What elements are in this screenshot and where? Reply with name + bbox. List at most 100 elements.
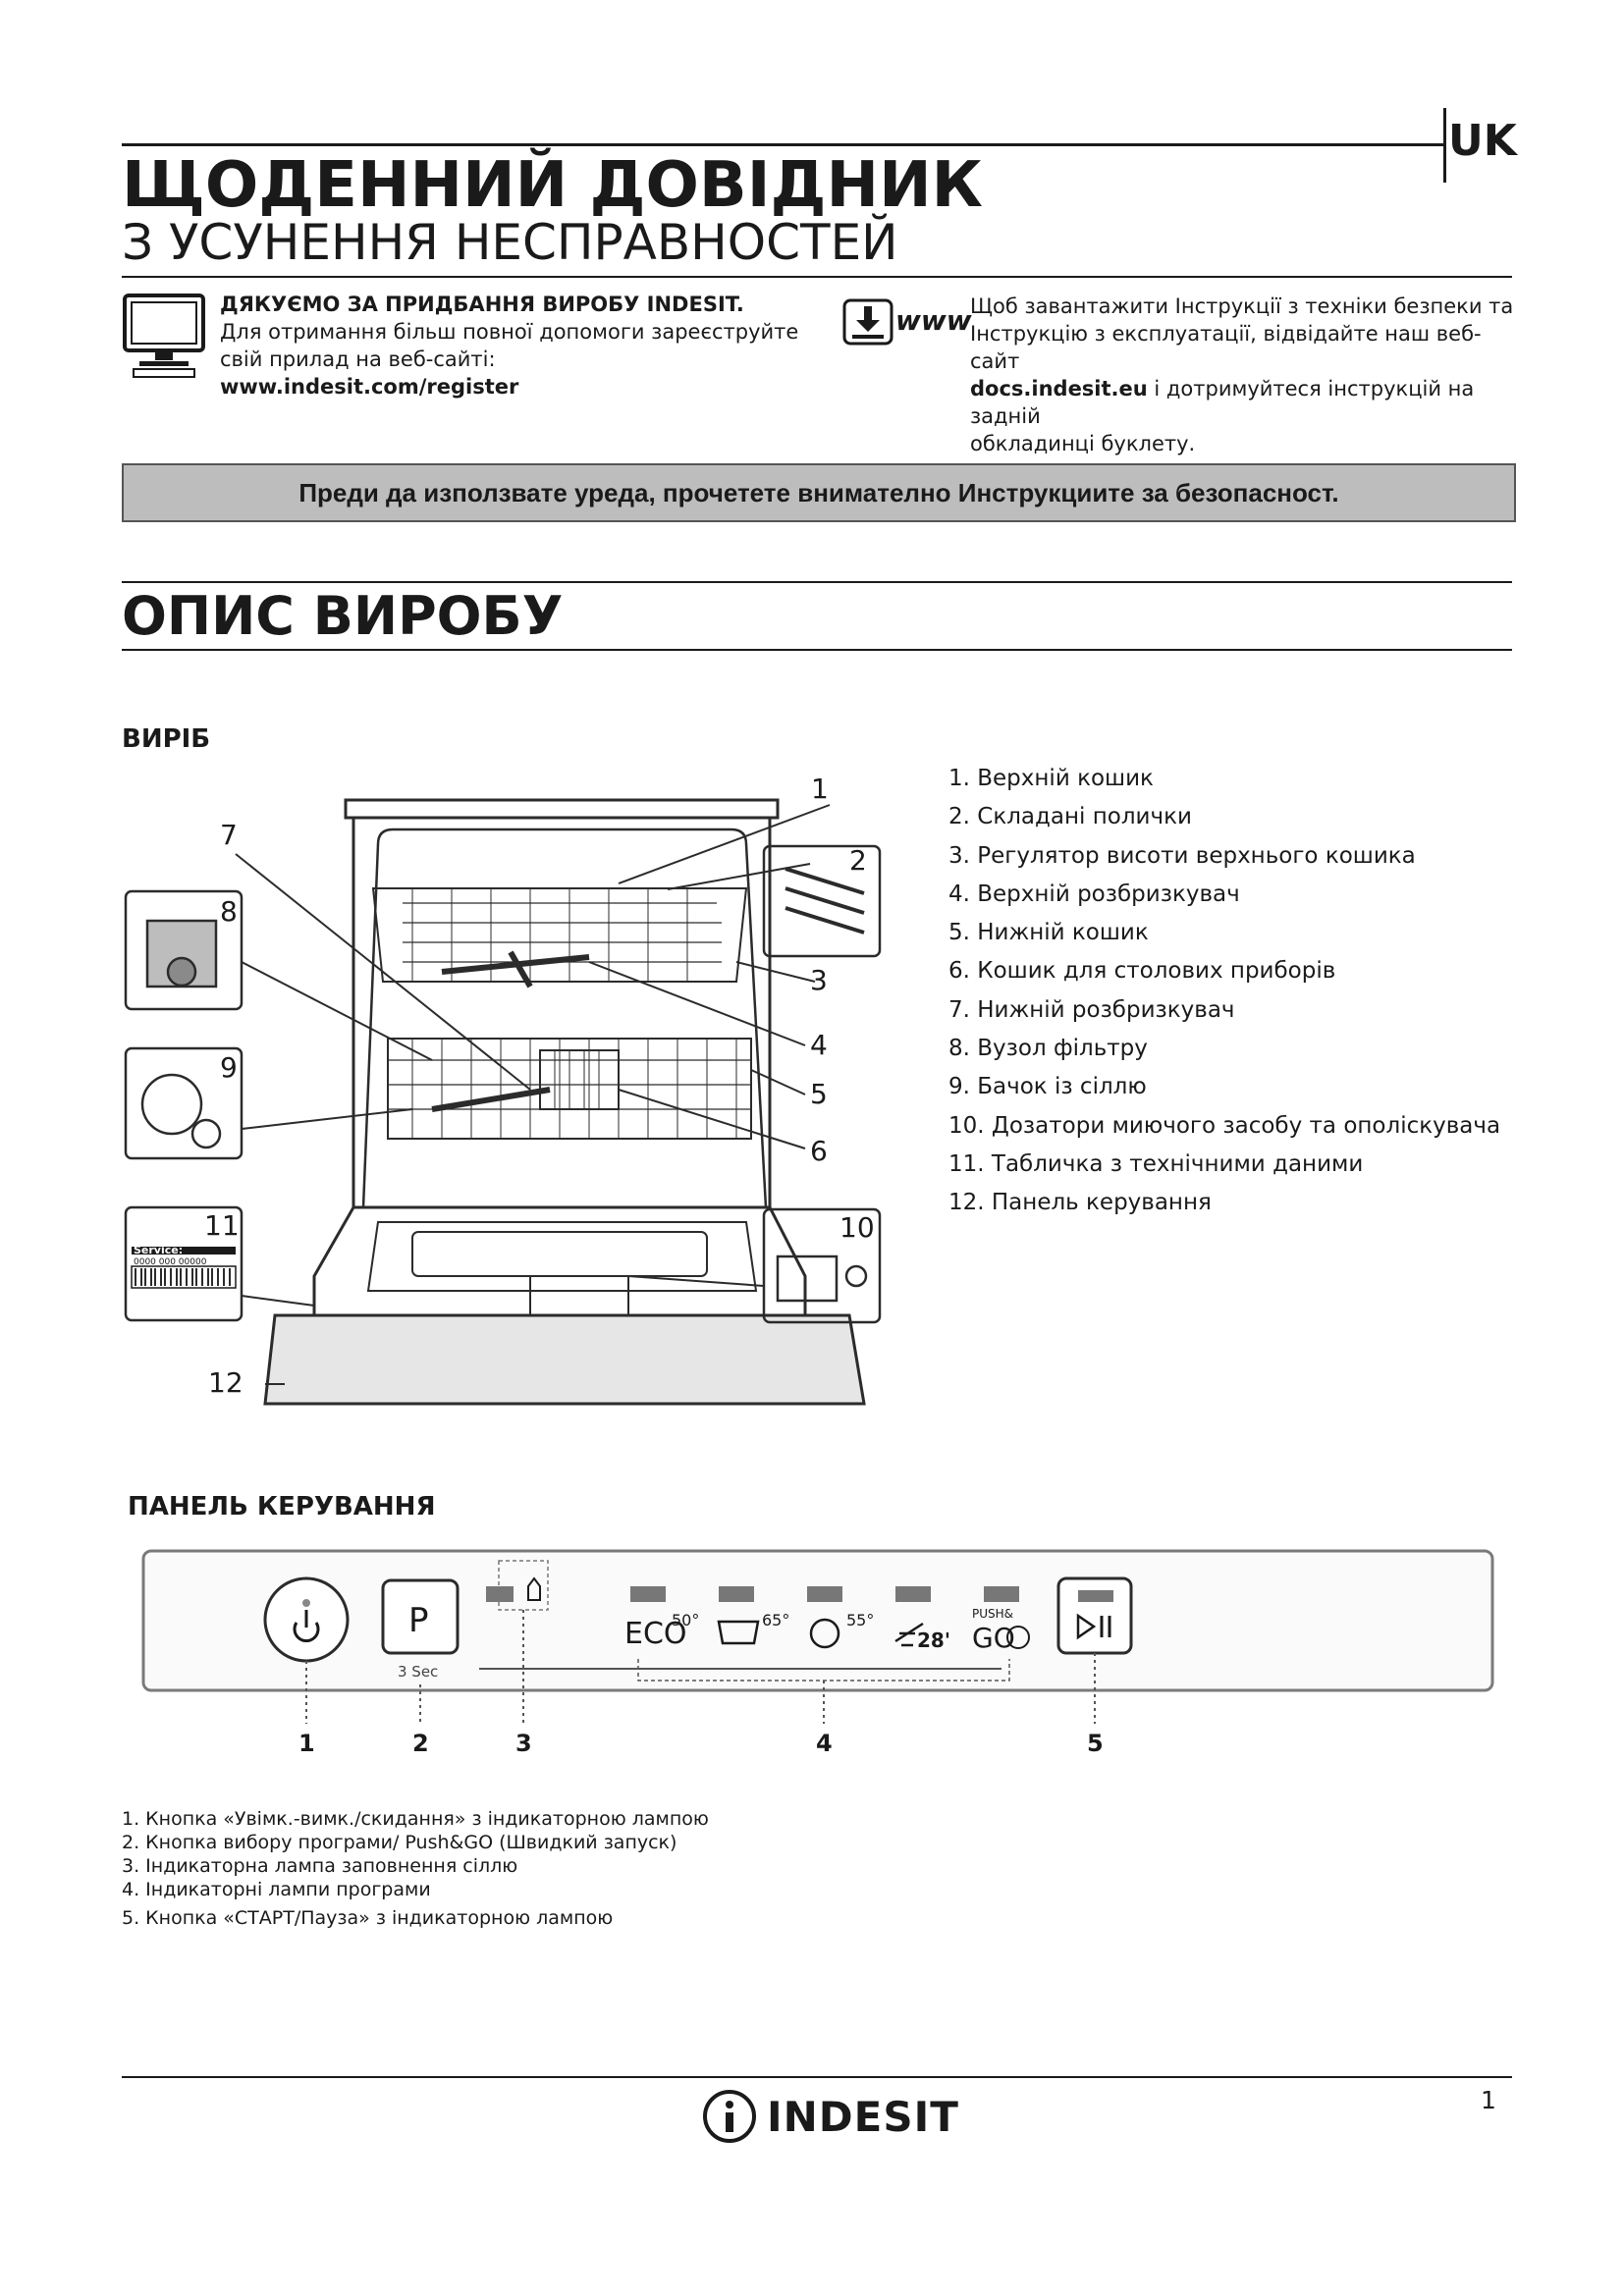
list-item: 11. Табличка з технічними даними — [948, 1150, 1364, 1177]
list-item: 3. Регулятор висоти верхнього кошика — [948, 842, 1416, 869]
callout-3: 3 — [810, 964, 828, 996]
program-quick-time: 28' — [917, 1629, 950, 1652]
control-panel-diagram: P 3 Sec ECO 50° 65° 55° 28' PUSH& GO 1 2 — [141, 1549, 1494, 1757]
product-subtitle: ВИРІБ — [122, 724, 211, 754]
list-item: 1. Кнопка «Увімк.-вимк./скидання» з інди… — [122, 1808, 709, 1830]
list-item: 9. Бачок із сіллю — [948, 1074, 1147, 1100]
download-icon — [842, 298, 893, 346]
page-title: ЩОДЕННИЙ ДОВІДНИК — [122, 149, 983, 222]
register-heading: ДЯКУЄМО ЗА ПРИДБАННЯ ВИРОБУ INDESIT. — [220, 293, 744, 316]
push-label: PUSH& — [972, 1607, 1013, 1621]
page-subtitle: З УСУНЕННЯ НЕСПРАВНОСТЕЙ — [122, 214, 898, 271]
panel-callout-3: 3 — [515, 1730, 532, 1757]
dishwasher-diagram: Service: 0000 000 00000 1 2 3 4 5 6 7 8 … — [124, 773, 882, 1406]
control-strip — [263, 1313, 866, 1406]
door — [312, 1205, 807, 1317]
program-lamp — [807, 1586, 842, 1602]
callout-9: 9 — [220, 1051, 238, 1084]
callout-1: 1 — [811, 773, 829, 805]
lower-basket — [387, 1038, 752, 1140]
indesit-logo-icon — [703, 2090, 756, 2143]
register-url[interactable]: www.indesit.com/register — [220, 375, 519, 399]
inset-box-2 — [762, 844, 882, 958]
register-line-2: свій прилад на веб-сайті: — [220, 347, 496, 371]
callout-2: 2 — [849, 844, 867, 877]
inset-box-9 — [124, 1046, 244, 1160]
footer-rule — [122, 2076, 1512, 2078]
download-info: Щоб завантажити Інструкції з техніки без… — [970, 293, 1520, 457]
list-item: 5. Нижній кошик — [948, 920, 1149, 946]
register-line-1: Для отримання більш повної допомоги заре… — [220, 320, 799, 344]
list-item: 8. Вузол фільтру — [948, 1036, 1148, 1062]
docs-url[interactable]: docs.indesit.eu — [970, 377, 1148, 400]
lower-spray-arm — [431, 1087, 551, 1112]
quick-wash-icon — [894, 1622, 924, 1647]
go-play-icon — [1006, 1626, 1030, 1649]
header-top-rule — [122, 143, 1443, 146]
rating-plate-number: 0000 000 00000 — [134, 1257, 207, 1267]
list-item: 6. Кошик для столових приборів — [948, 958, 1336, 985]
worktop — [344, 798, 780, 820]
cutlery-basket — [539, 1049, 620, 1110]
section-bottom-rule — [122, 649, 1512, 651]
control-panel-subtitle: ПАНЕЛЬ КЕРУВАННЯ — [128, 1492, 436, 1522]
detergent-dispenser — [529, 1275, 629, 1316]
brand-name: INDESIT — [767, 2092, 959, 2141]
list-item: 2. Складані полички — [948, 804, 1192, 830]
callout-6: 6 — [810, 1135, 828, 1167]
control-panel-legend: 1. Кнопка «Увімк.-вимк./скидання» з інди… — [122, 1808, 709, 1931]
panel-callout-2: 2 — [412, 1730, 429, 1757]
callout-10: 10 — [839, 1211, 875, 1244]
callout-5: 5 — [810, 1078, 828, 1110]
power-button[interactable] — [263, 1576, 350, 1663]
start-pause-button[interactable] — [1056, 1576, 1133, 1655]
program-lamp — [630, 1586, 666, 1602]
rating-plate-service: Service: — [134, 1244, 183, 1256]
inset-box-8 — [124, 889, 244, 1011]
plate-icon — [809, 1618, 840, 1649]
section-top-rule — [122, 581, 1512, 583]
page-number: 1 — [1481, 2086, 1496, 2114]
list-item: 5. Кнопка «СТАРТ/Пауза» з індикаторною л… — [122, 1907, 614, 1929]
download-line-2: Інструкцію з експлуатації, відвідайте на… — [970, 322, 1482, 373]
download-line-4: обкладинці буклету. — [970, 432, 1196, 455]
list-item: 2. Кнопка вибору програми/ Push&GO (Швид… — [122, 1832, 677, 1853]
list-item: 3. Індикаторна лампа заповнення сіллю — [122, 1855, 518, 1877]
brand-logo: INDESIT — [702, 2089, 959, 2144]
register-info: ДЯКУЄМО ЗА ПРИДБАННЯ ВИРОБУ INDESIT. Для… — [220, 291, 809, 400]
upper-spray-arm — [441, 950, 590, 988]
salt-icon — [527, 1576, 541, 1601]
program-eco-label: ECO — [624, 1617, 687, 1651]
panel-callout-1: 1 — [298, 1730, 315, 1757]
callout-11: 11 — [204, 1209, 240, 1242]
list-item: 10. Дозатори миючого засобу та ополіскув… — [948, 1112, 1501, 1139]
download-line-1: Щоб завантажити Інструкції з техніки без… — [970, 294, 1514, 318]
section-title: ОПИС ВИРОБУ — [122, 585, 564, 647]
pot-icon — [717, 1620, 760, 1645]
go-label: GO — [972, 1622, 1015, 1654]
panel-callout-4: 4 — [816, 1730, 833, 1757]
list-item: 12. Панель керування — [948, 1190, 1212, 1216]
program-daily-temp: 55° — [846, 1611, 874, 1629]
program-button[interactable]: P — [381, 1578, 460, 1655]
program-eco-temp: 50° — [672, 1611, 699, 1629]
lang-divider — [1443, 108, 1446, 183]
monitor-icon — [123, 294, 205, 378]
callout-12: 12 — [208, 1366, 244, 1399]
salt-indicator-lamp — [486, 1586, 514, 1602]
download-line-3: docs.indesit.eu і дотримуйтеся інструкці… — [970, 377, 1475, 428]
list-item: 4. Верхній розбризкувач — [948, 881, 1240, 907]
www-icon-label: www — [895, 304, 972, 337]
program-intensive-temp: 65° — [762, 1611, 789, 1629]
program-lamp — [895, 1586, 931, 1602]
callout-4: 4 — [810, 1029, 828, 1061]
upper-basket — [371, 887, 748, 983]
callout-7: 7 — [220, 819, 238, 851]
list-item: 7. Нижній розбризкувач — [948, 996, 1235, 1023]
parts-list: 1. Верхній кошик 2. Складані полички 3. … — [948, 766, 1500, 1229]
safety-notice: Преди да използвате уреда, прочетете вни… — [122, 463, 1516, 522]
list-item: 1. Верхній кошик — [948, 766, 1154, 791]
inset-box-11 — [124, 1205, 244, 1322]
program-lamp — [984, 1586, 1019, 1602]
panel-callout-5: 5 — [1087, 1730, 1104, 1757]
